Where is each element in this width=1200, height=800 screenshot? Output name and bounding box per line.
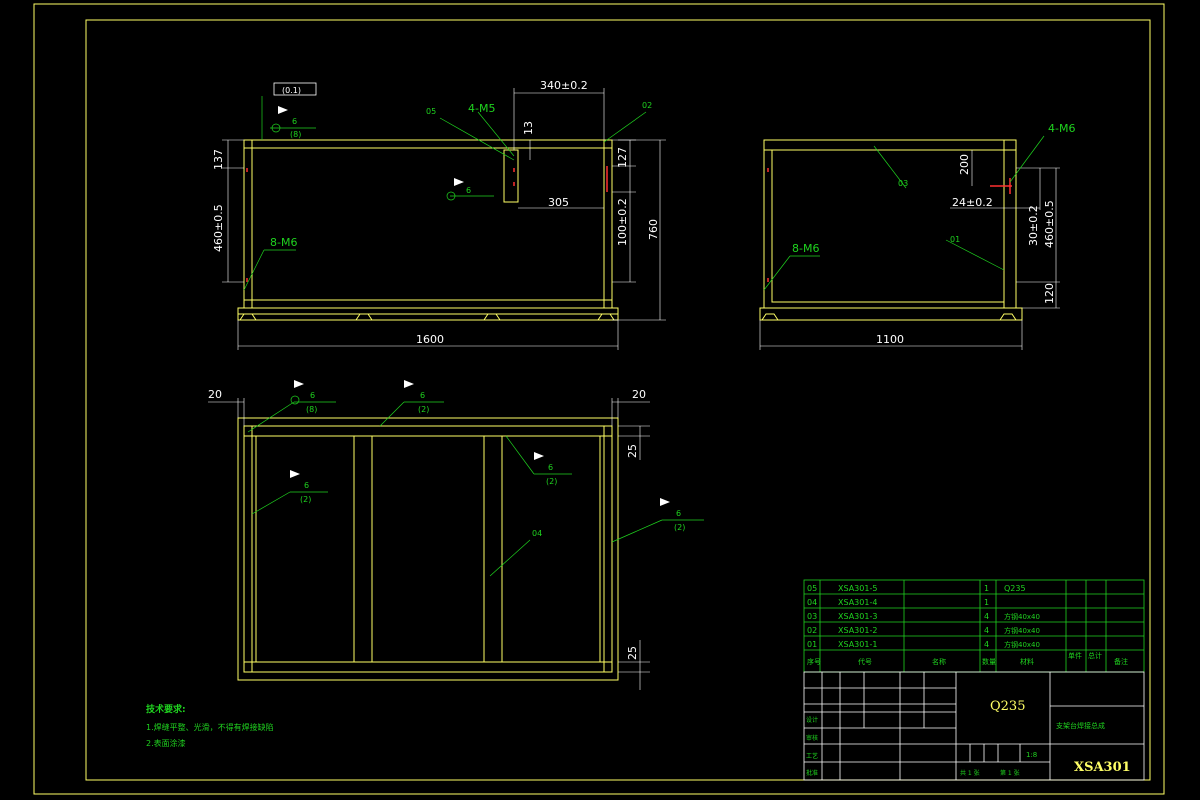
bom-row-material: 方钢40x40 (1004, 626, 1040, 635)
bom-row-material: 方钢40x40 (1004, 640, 1040, 649)
bom-header-remark: 备注 (1114, 657, 1128, 666)
dim-13: 13 (522, 121, 535, 135)
dim-24: 24±0.2 (952, 196, 993, 209)
weld-size-front-2: 6 (466, 186, 471, 195)
weld-size-e: 6 (676, 509, 681, 518)
weld-size-front-1: 6 (292, 117, 297, 126)
dim-127: 127 (616, 147, 629, 168)
dim-30: 30±0.2 (1027, 205, 1040, 246)
weld-note-c: (2) (546, 477, 557, 486)
callout-4-m6: 4-M6 (1048, 122, 1075, 135)
top-view: 20 20 25 25 04 6 (8) 6 (2) 6 (2) 6 (2) 6… (208, 380, 704, 690)
dim-200: 200 (958, 154, 971, 175)
weld-flag-icon (290, 380, 670, 506)
bom-header-name: 名称 (932, 657, 946, 666)
title-material: Q235 (990, 699, 1025, 714)
bom-row-code: XSA301-2 (838, 626, 877, 635)
bom-row-no: 02 (807, 626, 817, 635)
label-approve: 批准 (806, 769, 818, 777)
weld-size-c: 6 (548, 463, 553, 472)
weld-size-a: 6 (310, 391, 315, 400)
part-label-04: 04 (532, 529, 542, 538)
dim-1100: 1100 (876, 333, 904, 346)
bom-header-weight-total: 总计 (1088, 651, 1102, 660)
bom-header-qty: 数量 (982, 657, 996, 666)
drawing-number: XSA301 (1074, 760, 1131, 775)
dim-25-top: 25 (626, 444, 639, 458)
dim-137: 137 (212, 149, 225, 170)
bom-row-code: XSA301-5 (838, 584, 877, 593)
bom-row-qty: 4 (984, 612, 989, 621)
bom-row-material: Q235 (1004, 584, 1026, 593)
bom-rows: 05 XSA301-5 1 Q235 04 XSA301-4 1 03 XSA3… (807, 584, 1040, 649)
notes-title: 技术要求: (146, 703, 186, 715)
weld-size-b: 6 (420, 391, 425, 400)
bom-row-no: 03 (807, 612, 817, 621)
dim-340: 340±0.2 (540, 79, 588, 92)
notes-line-1: 1.焊缝平整、光滑，不得有焊接缺陷 (146, 722, 274, 732)
label-process: 工艺 (806, 752, 818, 760)
dim-760: 760 (647, 219, 660, 240)
callout-8-m6-side: 8-M6 (792, 242, 819, 255)
callout-8-m6-front: 8-M6 (270, 236, 297, 249)
weld-note-b: (2) (418, 405, 429, 414)
dim-460: 460±0.5 (212, 204, 225, 252)
part-label-02: 02 (642, 101, 652, 110)
part-name: 支架台焊接总成 (1056, 721, 1105, 730)
sheet-count: 共 1 张 (960, 769, 980, 777)
weld-flag-icon (278, 106, 464, 186)
bom-row-qty: 4 (984, 640, 989, 649)
scale-value: 1:8 (1026, 751, 1037, 759)
notes-line-2: 2.表面涂漆 (146, 738, 186, 748)
bom-row-no: 05 (807, 584, 817, 593)
part-label-05: 05 (426, 107, 436, 116)
sheet-index: 第 1 张 (1000, 769, 1020, 777)
bom-header-weight-single: 单件 (1068, 651, 1082, 660)
bom-header-no: 序号 (807, 657, 821, 666)
part-label-03: 03 (898, 179, 908, 188)
label-design: 设计 (806, 716, 818, 724)
part-label-01: 01 (950, 235, 960, 244)
dim-25-bottom: 25 (626, 646, 639, 660)
weld-note-front-1: (8) (290, 130, 301, 139)
dim-20-right: 20 (632, 388, 646, 401)
bom-row-no: 01 (807, 640, 817, 649)
side-view: 200 24±0.2 30±0.2 460±0.5 120 1100 4-M6 … (759, 122, 1075, 350)
bom-row-code: XSA301-1 (838, 640, 877, 649)
bom-row-qty: 4 (984, 626, 989, 635)
dim-305: 305 (548, 196, 569, 209)
technical-notes: 技术要求: 1.焊缝平整、光滑，不得有焊接缺陷 2.表面涂漆 (146, 703, 274, 748)
dim-100: 100±0.2 (616, 198, 629, 246)
weld-note-a: (8) (306, 405, 317, 414)
front-view: (0.1) 340±0.2 13 137 460±0.5 127 100±0.2… (212, 79, 666, 350)
weld-note-d: (2) (300, 495, 311, 504)
bom-row-code: XSA301-4 (838, 598, 877, 607)
label-check: 审核 (806, 734, 818, 742)
bom-header-code: 代号 (858, 657, 872, 666)
bom-header: 序号 代号 名称 数量 材料 单件 总计 备注 (807, 651, 1128, 666)
weld-note-e: (2) (674, 523, 685, 532)
bom-row-material: 方钢40x40 (1004, 612, 1040, 621)
dim-1600: 1600 (416, 333, 444, 346)
weld-size-d: 6 (304, 481, 309, 490)
title-block: Q235 XSA301 支架台焊接总成 1:8 共 1 张 第 1 张 设计 审… (803, 671, 1145, 781)
bom-table: 05 XSA301-5 1 Q235 04 XSA301-4 1 03 XSA3… (803, 579, 1145, 673)
dim-120: 120 (1043, 283, 1056, 304)
dim-460-side: 460±0.5 (1043, 200, 1056, 248)
bom-row-qty: 1 (984, 584, 989, 593)
dim-20-left: 20 (208, 388, 222, 401)
flatness-callout: (0.1) (282, 86, 301, 95)
bom-row-no: 04 (807, 598, 817, 607)
sheet-border (33, 3, 1165, 795)
bom-row-code: XSA301-3 (838, 612, 877, 621)
callout-4-m5: 4-M5 (468, 102, 495, 115)
bom-row-qty: 1 (984, 598, 989, 607)
bom-header-material: 材料 (1020, 657, 1034, 666)
